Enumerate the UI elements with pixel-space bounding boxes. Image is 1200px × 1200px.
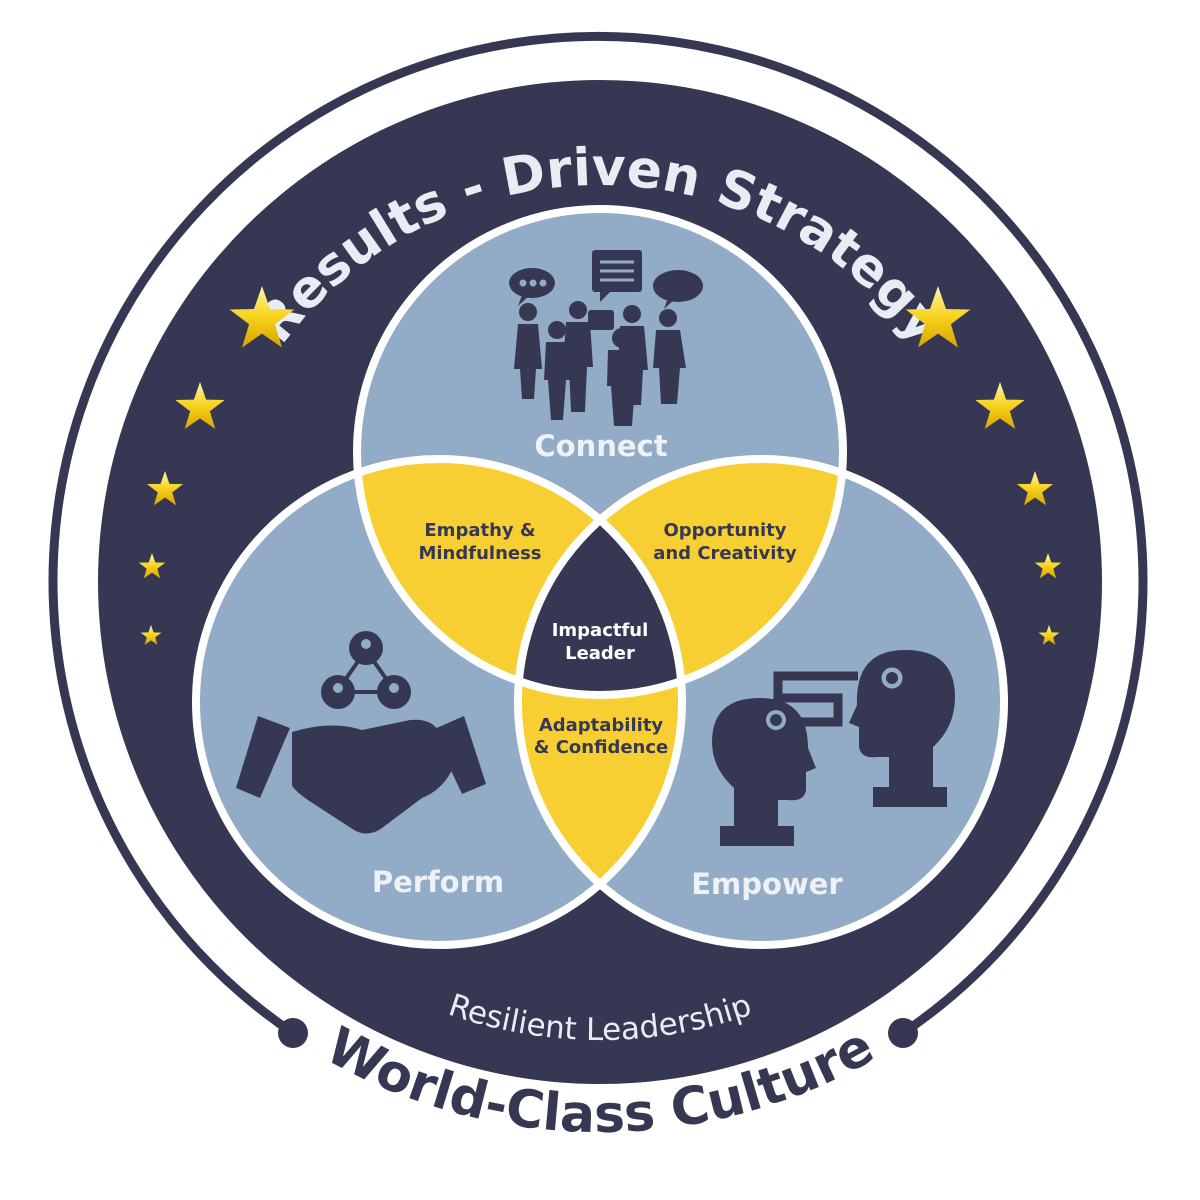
- circle-perform-label: Perform: [372, 865, 504, 899]
- heads-connected-icon: [712, 650, 955, 846]
- venn-outlines: [192, 205, 1008, 949]
- handshake-network-icon: [236, 631, 486, 834]
- impactful-leader-line2: Leader: [565, 643, 635, 664]
- circle-empower-label: Empower: [691, 867, 843, 901]
- empathy-mindfulness-line1: Empathy &: [424, 520, 535, 541]
- impactful-leader-line1: Impactful: [552, 620, 649, 641]
- opportunity-creativity-line1: Opportunity: [663, 520, 786, 541]
- ring-end-dot-right: [888, 1018, 918, 1048]
- intersection-center: [518, 459, 682, 695]
- circle-connect-label: Connect: [534, 429, 667, 463]
- people-talking-icon: [509, 250, 703, 426]
- empathy-mindfulness-line2: Mindfulness: [418, 543, 541, 564]
- opportunity-creativity-line2: and Creativity: [653, 543, 797, 564]
- adaptability-confidence-line1: Adaptability: [539, 715, 664, 736]
- ring-end-dot-left: [278, 1018, 308, 1048]
- outer-ring: [48, 31, 1148, 1037]
- adaptability-confidence-line2: & Confidence: [534, 737, 668, 758]
